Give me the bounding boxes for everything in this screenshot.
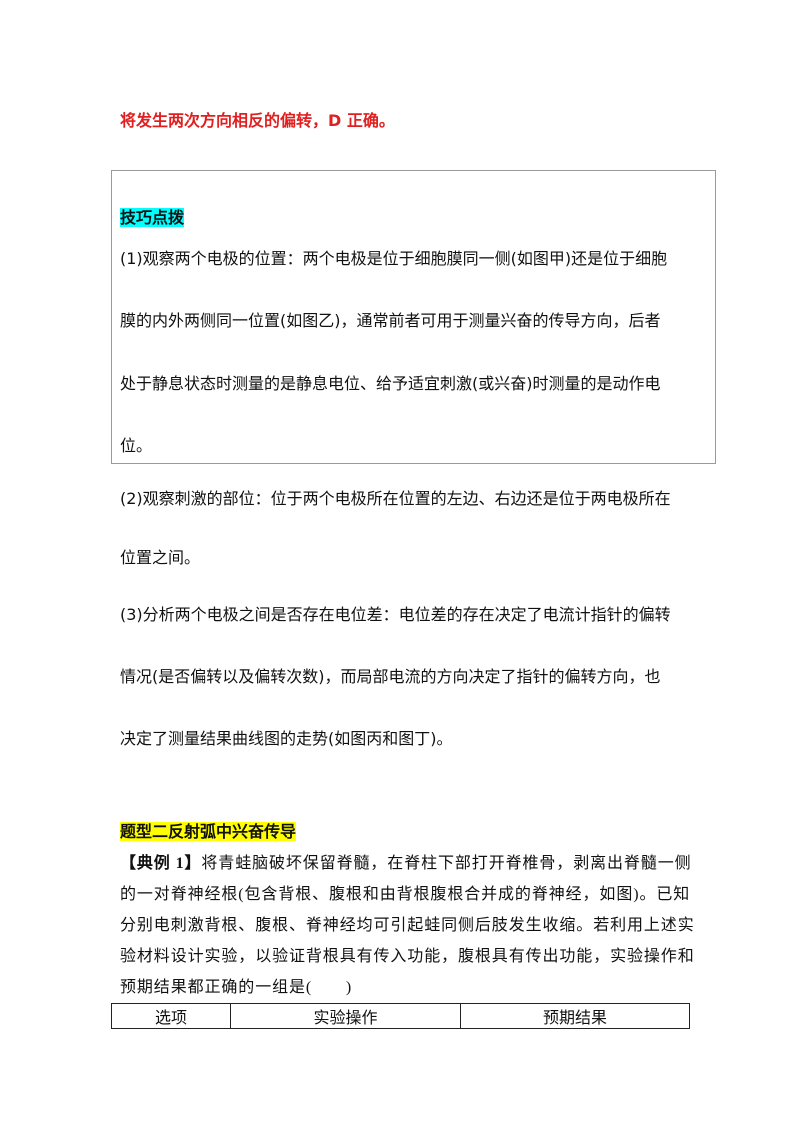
example-line-1: 【典例 1】将青蛙脑破坏保留脊髓，在脊柱下部打开脊椎骨，剥离出脊髓一侧 — [120, 849, 692, 873]
point-3-line-2: 情况(是否偏转以及偏转次数)，而局部电流的方向决定了指针的偏转方向，也 — [120, 667, 661, 686]
example-line-5: 预期结果都正确的一组是( ) — [120, 979, 353, 996]
answer-conclusion-text: 将发生两次方向相反的偏转，D 正确。 — [120, 111, 395, 130]
point-3-line-3: 决定了测量结果曲线图的走势(如图丙和图丁)。 — [120, 729, 453, 748]
options-table: 选项 实验操作 预期结果 — [111, 1003, 690, 1029]
example-line-3: 分别电刺激背根、腹根、脊神经均可引起蛙同侧后肢发生收缩。若利用上述实 — [120, 917, 695, 934]
table-header-option: 选项 — [111, 1003, 231, 1029]
tip-line-3: 处于静息状态时测量的是静息电位、给予适宜刺激(或兴奋)时测量的是动作电 — [120, 374, 661, 393]
table-header-row: 选项 实验操作 预期结果 — [111, 1003, 690, 1029]
tip-line-4: 位。 — [120, 436, 153, 455]
table-header-expected: 预期结果 — [460, 1003, 690, 1029]
tip-line-1: (1)观察两个电极的位置：两个电极是位于细胞膜同一侧(如图甲)还是位于细胞 — [120, 249, 668, 268]
example-label: 【典例 1】 — [120, 855, 202, 872]
point-3-line-1: (3)分析两个电极之间是否存在电位差：电位差的存在决定了电流计指针的偏转 — [120, 605, 671, 624]
tip-box — [111, 170, 716, 464]
section-heading-label: 题型二反射弧中兴奋传导 — [120, 822, 297, 841]
example-line-1-text: 将青蛙脑破坏保留脊髓，在脊柱下部打开脊椎骨，剥离出脊髓一侧 — [201, 855, 692, 872]
example-line-2: 的一对脊神经根(包含背根、腹根和由背根腹根合并成的脊神经，如图)。已知 — [120, 886, 691, 903]
example-line-4: 验材料设计实验，以验证背根具有传入功能，腹根具有传出功能，实验操作和 — [120, 948, 695, 965]
tip-heading-label: 技巧点拨 — [120, 208, 185, 227]
tip-line-2: 膜的内外两侧同一位置(如图乙)，通常前者可用于测量兴奋的传导方向，后者 — [120, 311, 661, 330]
tip-heading: 技巧点拨 — [120, 204, 185, 228]
section-heading: 题型二反射弧中兴奋传导 — [120, 818, 297, 842]
point-2-line-1: (2)观察刺激的部位：位于两个电极所在位置的左边、右边还是位于两电极所在 — [120, 489, 671, 508]
table-header-operation: 实验操作 — [230, 1003, 461, 1029]
point-2-line-2: 位置之间。 — [120, 548, 201, 567]
